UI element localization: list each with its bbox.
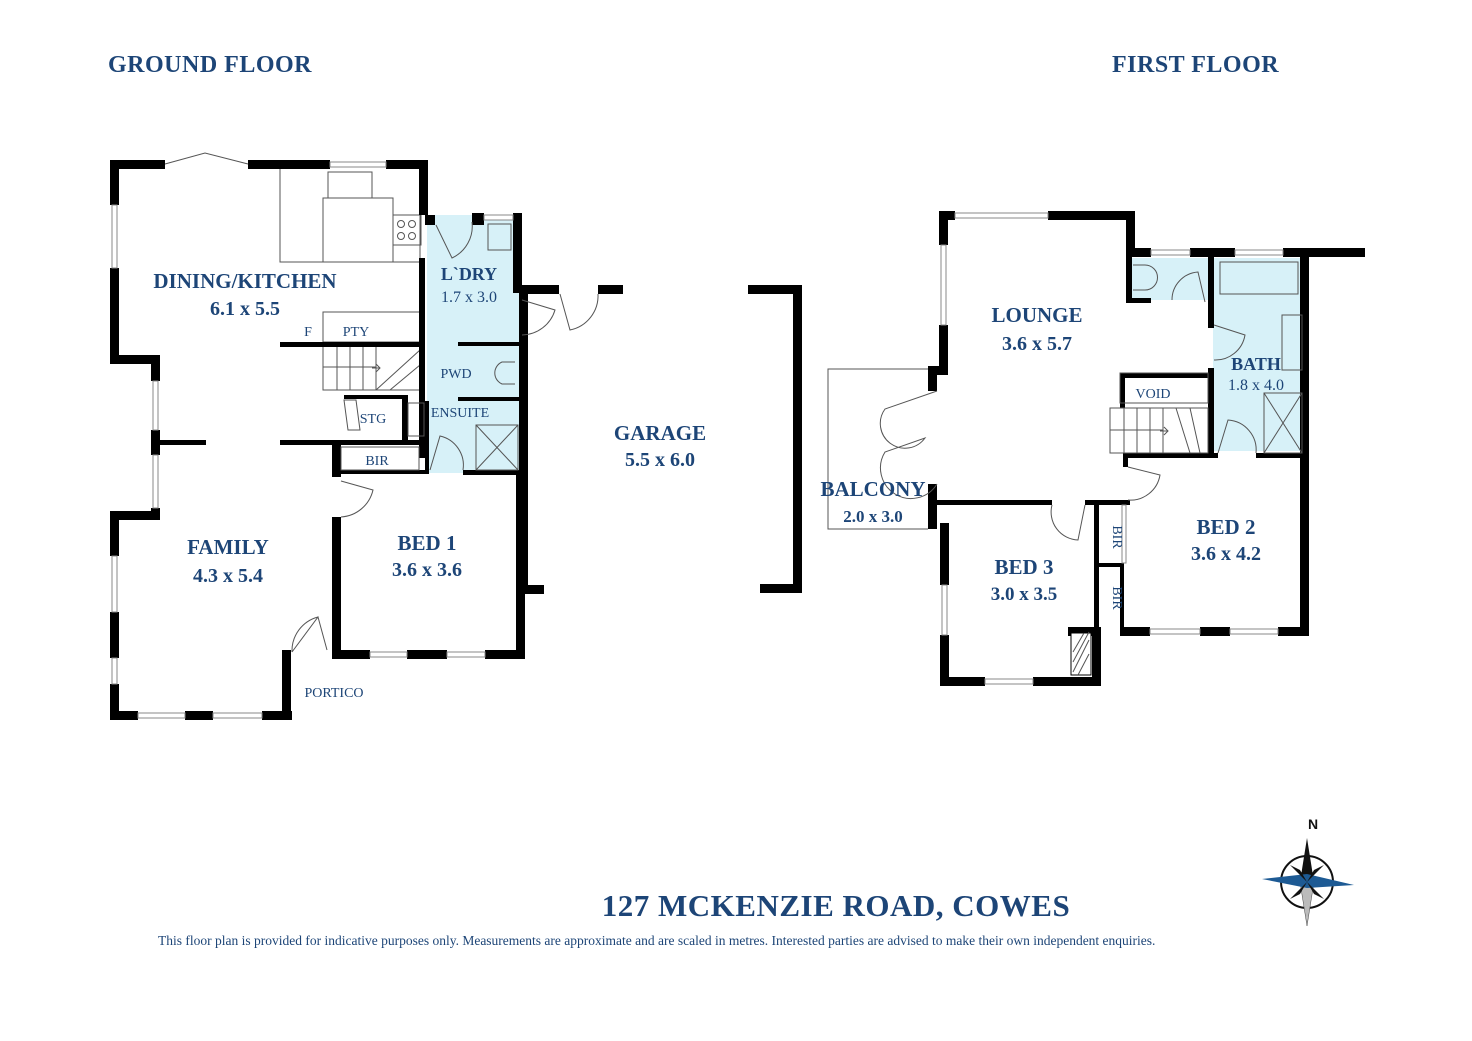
void-outline [1119, 372, 1209, 404]
ground-doors [291, 221, 599, 653]
first-floor-plan: LOUNGE 3.6 x 5.7 VOID BATH 1.8 x 4.0 BAL… [820, 211, 1365, 686]
bed3-door [1050, 504, 1086, 541]
bath-door-2 [1217, 419, 1257, 454]
room-name-balcony: BALCONY [820, 477, 925, 501]
balcony-outline [827, 368, 928, 530]
room-dims-lounge: 3.6 x 5.7 [1002, 333, 1072, 355]
vanity-basin-icon [1281, 314, 1303, 371]
first-windows [940, 212, 1284, 685]
label-bir-bed3: BIR [1109, 586, 1124, 610]
room-name-dining-kitchen: DINING/KITCHEN [153, 269, 336, 293]
label-ensuite: ENSUITE [431, 406, 489, 421]
room-name-laundry: L`DRY [441, 264, 497, 284]
label-void: VOID [1136, 387, 1171, 402]
shower-icon [475, 424, 519, 471]
sink-icon [327, 171, 373, 199]
compass-rose-icon: N [1262, 816, 1354, 927]
bathtub-icon [1219, 261, 1299, 295]
shower-icon [1263, 392, 1303, 454]
bed2-door [1127, 466, 1161, 501]
label-fridge: F [304, 325, 312, 340]
ground-staircase [322, 344, 421, 391]
kitchen-fixtures [279, 161, 422, 343]
flue-hatched [1070, 632, 1092, 676]
label-powder-room: PWD [440, 367, 471, 382]
toilet-icon [494, 361, 515, 385]
room-name-bed3: BED 3 [995, 555, 1054, 579]
room-name-family: FAMILY [187, 535, 269, 559]
ground-floor-title: GROUND FLOOR [108, 52, 312, 78]
room-name-garage: GARAGE [614, 421, 706, 445]
label-storage: STG [360, 412, 386, 427]
compass-north-label: N [1308, 816, 1318, 832]
room-name-lounge: LOUNGE [991, 303, 1082, 327]
first-staircase [1109, 407, 1209, 454]
ground-walls [110, 160, 802, 720]
first-fixtures [879, 261, 1303, 676]
first-floor-title: FIRST FLOOR [1112, 52, 1280, 78]
label-bir-ground: BIR [365, 454, 389, 469]
bifold-door [164, 152, 249, 165]
disclaimer-text: This floor plan is provided for indicati… [158, 933, 1156, 948]
bath-door [1213, 324, 1246, 361]
cooktop-icon [392, 214, 422, 246]
room-dims-family: 4.3 x 5.4 [193, 565, 263, 587]
laundry-tub-icon [487, 223, 512, 251]
label-bir-bed2: BIR [1109, 525, 1124, 549]
room-dims-dining-kitchen: 6.1 x 5.5 [210, 298, 280, 320]
room-name-bed1: BED 1 [398, 531, 457, 555]
toilet-icon [1133, 264, 1158, 291]
bir-cupboard [340, 446, 420, 471]
room-name-bath: BATH [1231, 354, 1281, 374]
first-walls [928, 211, 1365, 686]
property-address: 127 MCKENZIE ROAD, COWES [601, 888, 1071, 923]
room-name-bed2: BED 2 [1197, 515, 1256, 539]
storage-door [343, 399, 361, 431]
balcony-french-doors [879, 390, 938, 500]
room-dims-bed3: 3.0 x 3.5 [991, 584, 1058, 605]
room-dims-bath: 1.8 x 4.0 [1228, 377, 1284, 394]
room-dims-laundry: 1.7 x 3.0 [441, 289, 497, 306]
pantry-cupboard [322, 311, 421, 343]
ground-windows [111, 152, 514, 719]
label-pantry: PTY [343, 325, 369, 340]
room-dims-balcony: 2.0 x 3.0 [843, 507, 903, 526]
wc-door [1171, 271, 1206, 303]
room-dims-garage: 5.5 x 6.0 [625, 449, 695, 471]
room-dims-bed2: 3.6 x 4.2 [1191, 543, 1261, 565]
vanity-basin-icon [407, 402, 425, 437]
room-dims-bed1: 3.6 x 3.6 [392, 559, 462, 581]
label-portico: PORTICO [304, 686, 363, 701]
ground-floor-plan: DINING/KITCHEN 6.1 x 5.5 L`DRY 1.7 x 3.0… [110, 152, 802, 720]
